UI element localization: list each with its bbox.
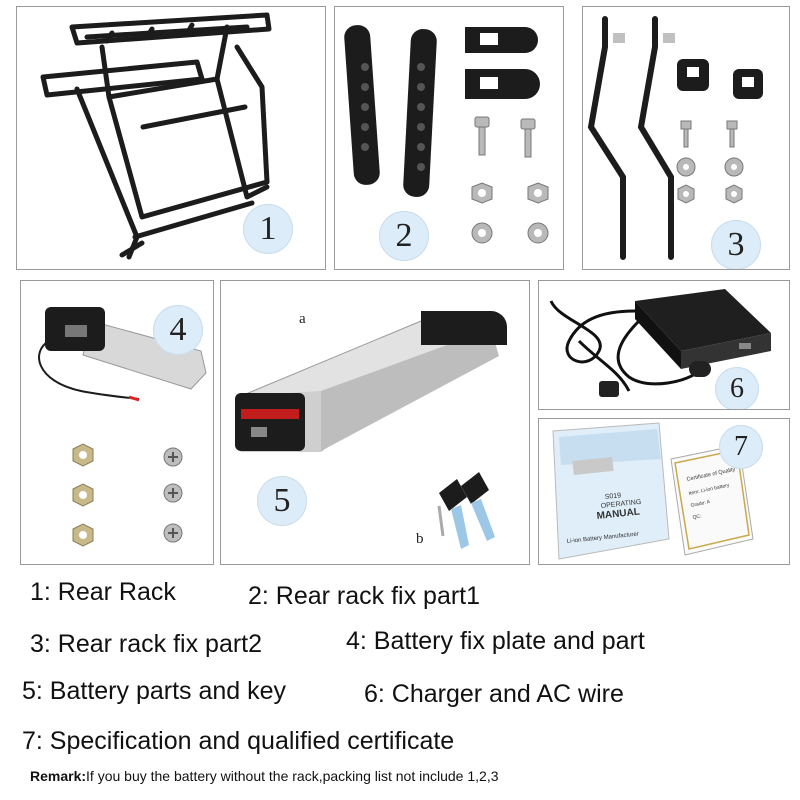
panel-manual-certificate: S019 OPERATING MANUAL Li-ion Battery Man… [538,418,790,565]
fix-part2-image [587,16,763,260]
panel-number-badge: 3 [711,220,761,269]
cert-grade: Grade: A [690,499,711,509]
rear-rack-image [40,12,272,260]
fix-part1-image [344,25,549,244]
panel-battery-and-key: a b 5 [220,280,530,565]
cert-qc: QC: [692,513,702,521]
key-label: b [416,531,424,547]
legend-item-6: 6: Charger and AC wire [364,680,624,708]
legend-item-5: 5: Battery parts and key [22,677,287,705]
remark-label: Remark: [30,768,87,784]
legend-item-7: 7: Specification and qualified certifica… [22,727,455,755]
legend-item-1: 1: Rear Rack [30,578,176,606]
remark-note: Remark:If you buy the battery without th… [30,768,499,784]
charger-image [549,289,771,397]
panel-number-badge: 5 [257,476,307,526]
panel-rear-rack: 1 [16,6,326,270]
panel-charger: 6 [538,280,790,410]
panel-number-badge: 1 [243,204,293,254]
legend-item-3: 3: Rear rack fix part2 [30,630,263,658]
panel-number-badge: 6 [715,367,759,409]
fix-plate-image [38,307,207,547]
panel-rack-fix-part1: 2 [334,6,564,270]
battery-label: a [299,311,306,327]
manual-image: S019 OPERATING MANUAL Li-ion Battery Man… [552,422,754,560]
panel-number-badge: 4 [153,305,203,355]
panel-number-badge: 2 [379,211,429,261]
manual-code: S019 [604,492,621,501]
manual-title: MANUAL [596,507,640,522]
manual-line1: OPERATING [600,499,641,510]
legend-item-4: 4: Battery fix plate and part [346,627,645,655]
panel-rack-fix-part2: 3 [582,6,790,270]
panel-number-badge: 7 [719,425,763,469]
panel-battery-fix-plate: 4 [20,280,214,565]
battery-image [235,311,507,549]
remark-text: If you buy the battery without the rack,… [86,768,499,784]
legend-item-2: 2: Rear rack fix part1 [248,582,481,610]
